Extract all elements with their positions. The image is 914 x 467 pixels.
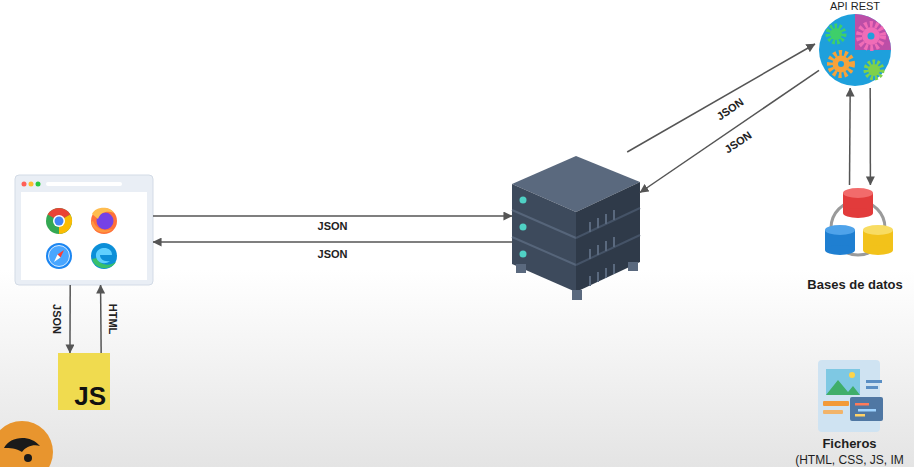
- database-node: Bases de datos: [800, 185, 910, 295]
- server-rack: [512, 156, 640, 300]
- edge-label: JSON: [722, 129, 754, 156]
- arrow-connector: [153, 241, 512, 243]
- api-node: API REST: [815, 0, 895, 88]
- arrow-connector: [100, 285, 102, 353]
- edge-label: HTML: [107, 304, 119, 335]
- arrow-connector: [640, 70, 819, 192]
- js-badge: JS: [58, 353, 110, 410]
- arrow-connector: [869, 88, 871, 185]
- corner-logo: [0, 421, 53, 467]
- node-title: Bases de datos: [780, 277, 914, 292]
- arrow-connector: [153, 215, 512, 217]
- browser-window: [15, 175, 153, 285]
- api-gears-icon: [819, 14, 891, 86]
- node-title: API REST: [795, 0, 914, 12]
- edge-label: JSON: [318, 248, 348, 260]
- files-icon: [818, 360, 883, 432]
- arrow-connector: [69, 285, 71, 353]
- files-node: Ficheros(HTML, CSS, JS, IM: [785, 355, 914, 467]
- node-title: JS: [74, 383, 106, 409]
- database-icon: [825, 188, 893, 255]
- arrow-connector: [627, 44, 815, 152]
- arrow-connector: [849, 88, 851, 185]
- edge-label: JSON: [714, 95, 745, 122]
- node-subtitle: (HTML, CSS, JS, IM: [765, 453, 914, 467]
- edge-label: JSON: [318, 220, 348, 232]
- node-title: Ficheros: [765, 436, 914, 451]
- browser-node: [15, 175, 153, 285]
- edge-label: JSON: [51, 304, 63, 334]
- server-node: [512, 152, 640, 302]
